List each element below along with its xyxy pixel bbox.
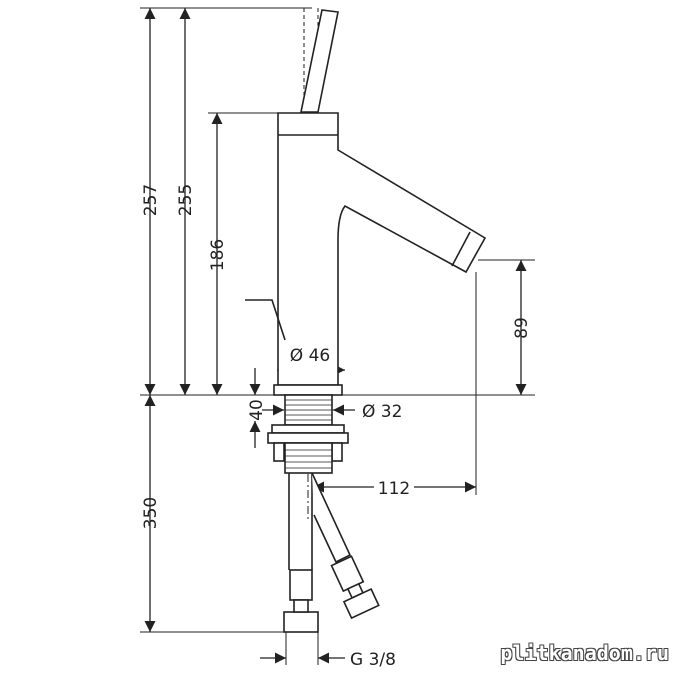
dim-112: 112 bbox=[378, 479, 410, 499]
dim-257: 257 bbox=[141, 184, 161, 216]
watermark: plitkanadom.ru bbox=[500, 641, 669, 665]
dim-89: 89 bbox=[512, 317, 532, 339]
dim-g38: G 3/8 bbox=[350, 650, 396, 670]
body-spout bbox=[277, 112, 487, 386]
dim-diameter-32: Ø 32 bbox=[362, 402, 402, 422]
faucet-body bbox=[245, 8, 487, 633]
dim-diameter-46: Ø 46 bbox=[290, 346, 330, 366]
dim-255: 255 bbox=[176, 184, 196, 216]
popup-rod bbox=[245, 299, 286, 341]
lever-handle bbox=[300, 9, 339, 113]
dim-350: 350 bbox=[141, 497, 161, 529]
dim-40: 40 bbox=[247, 399, 267, 421]
thread-hatching bbox=[285, 399, 332, 469]
dim-186: 186 bbox=[208, 239, 228, 271]
